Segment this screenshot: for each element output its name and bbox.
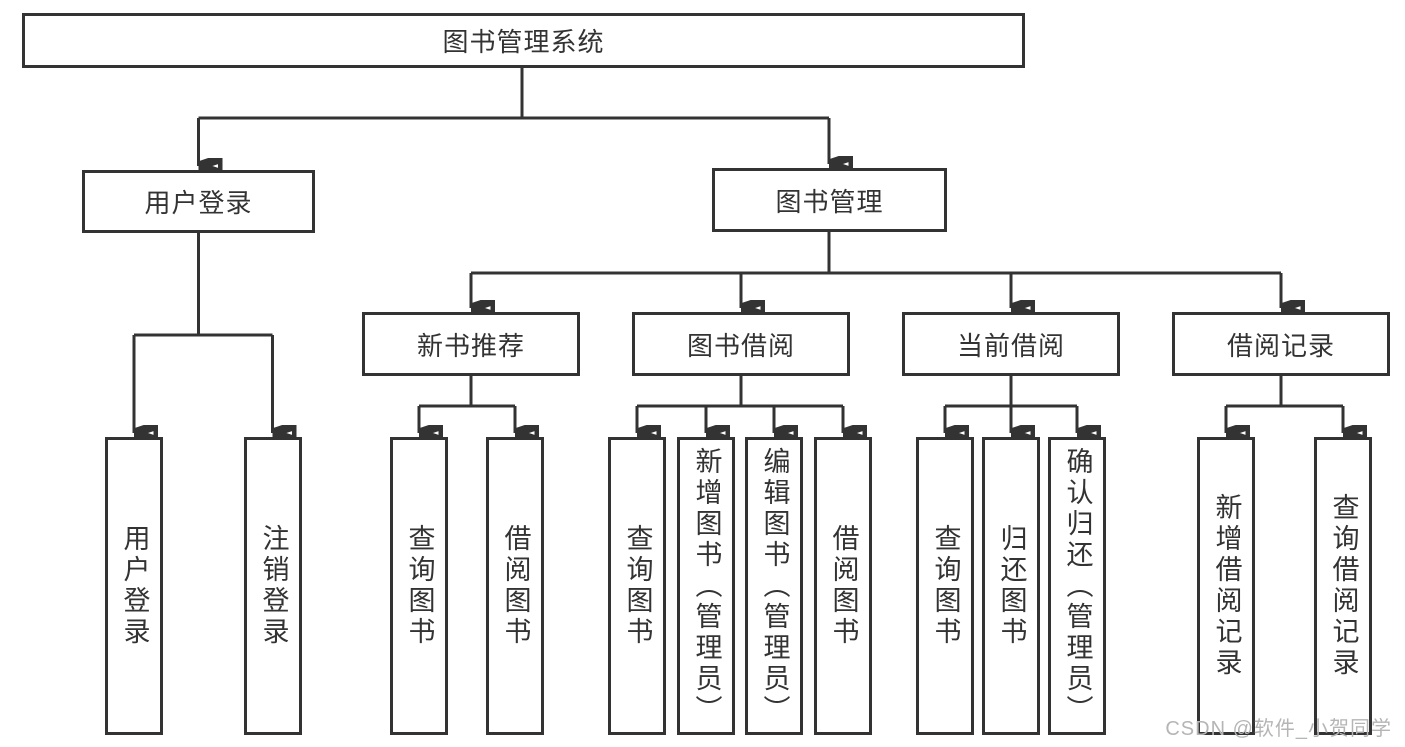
leaf-label: 借阅图书 [500,524,531,648]
leaf-query-books-recommend: 查询图书 [390,437,448,735]
leaf-label: 查询图书 [622,524,653,648]
leaf-label: 注销登录 [258,524,289,648]
node-book-borrow: 图书借阅 [632,312,850,376]
leaf-logout: 注销登录 [244,437,302,735]
leaf-label: 查询图书 [930,524,961,648]
leaf-confirm-return-admin: 确认归还（管理员） [1048,437,1106,735]
node-borrow-records: 借阅记录 [1172,312,1390,376]
csdn-watermark: CSDN @软件_小贺同学 [1165,718,1392,740]
leaf-label: 查询借阅记录 [1328,493,1359,679]
node-library-management-system: 图书管理系统 [22,13,1025,68]
leaf-add-borrow-record: 新增借阅记录 [1197,437,1255,735]
leaf-label: 归还图书 [996,524,1027,648]
node-book-management: 图书管理 [712,168,947,232]
leaf-label: 确认归还（管理员） [1062,446,1093,726]
leaf-query-books-borrow: 查询图书 [608,437,666,735]
leaf-add-book-admin: 新增图书（管理员） [677,437,735,735]
node-user-login: 用户登录 [82,170,315,233]
leaf-query-borrow-record: 查询借阅记录 [1314,437,1372,735]
leaf-label: 用户登录 [119,524,150,648]
leaf-label: 查询图书 [404,524,435,648]
leaf-label: 借阅图书 [828,524,859,648]
leaf-edit-book-admin: 编辑图书（管理员） [745,437,803,735]
leaf-label: 新增借阅记录 [1211,493,1242,679]
leaf-borrow-books-recommend: 借阅图书 [486,437,544,735]
node-current-borrow: 当前借阅 [902,312,1120,376]
node-new-book-recommend: 新书推荐 [362,312,580,376]
leaf-label: 编辑图书（管理员） [759,446,790,726]
leaf-return-book: 归还图书 [982,437,1040,735]
leaf-user-login: 用户登录 [105,437,163,735]
leaf-borrow-books-borrow: 借阅图书 [814,437,872,735]
leaf-query-books-current: 查询图书 [916,437,974,735]
leaf-label: 新增图书（管理员） [691,446,722,726]
